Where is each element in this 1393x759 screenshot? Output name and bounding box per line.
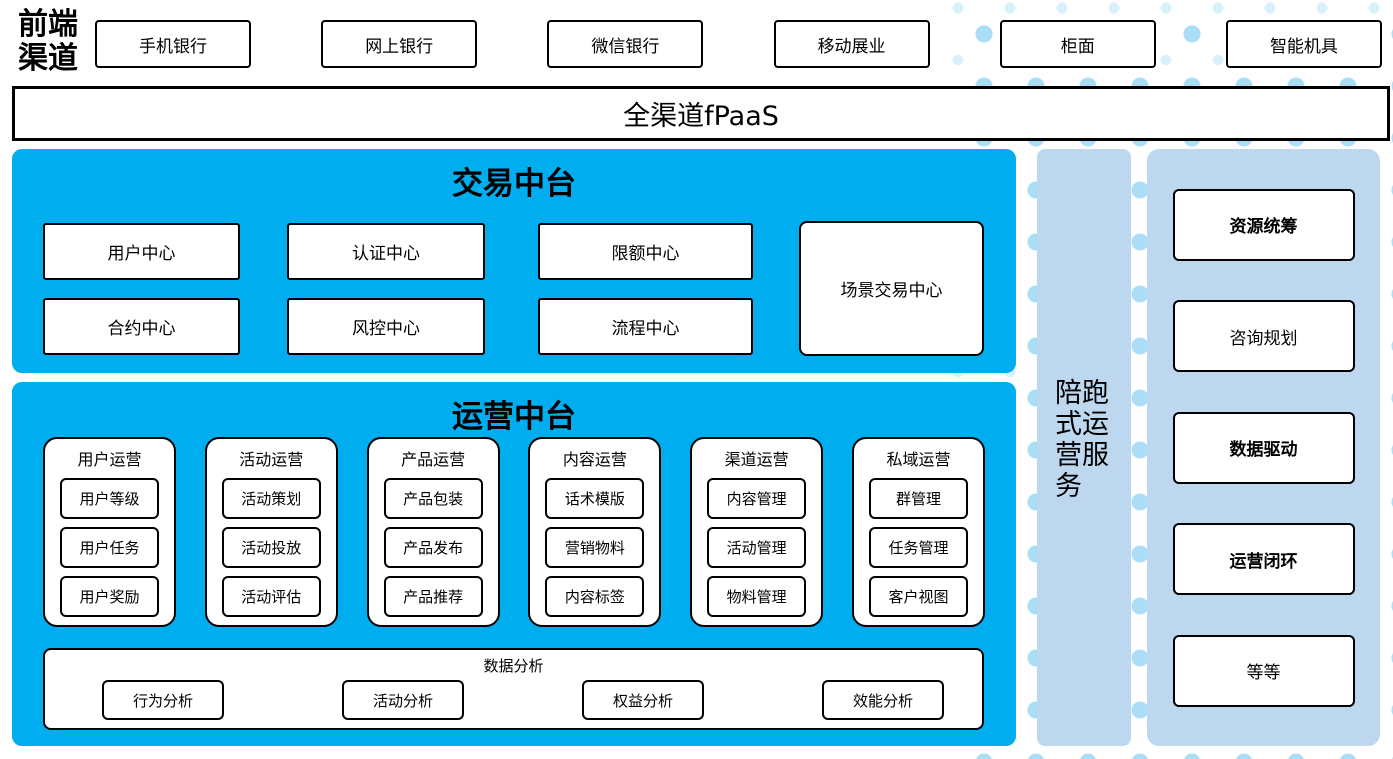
column-header: 渠道运营 xyxy=(724,450,789,469)
front-channels-label: 前端 渠道 xyxy=(18,7,78,76)
node-resource-coordination: 资源统筹 xyxy=(1172,188,1355,261)
node-customer-view: 客户视图 xyxy=(868,576,968,617)
node-marketing-material: 营销物料 xyxy=(545,527,645,568)
node-data-driven: 数据驱动 xyxy=(1172,411,1355,484)
node-content-tag: 内容标签 xyxy=(545,576,645,617)
accompanying-operation-service-bar: 陪跑式运营服务 xyxy=(1037,149,1131,746)
column-items: 话术模版 营销物料 内容标签 xyxy=(545,478,645,617)
node-product-packaging: 产品包装 xyxy=(383,478,483,519)
node-activity-evaluation: 活动评估 xyxy=(221,576,321,617)
column-header: 私域运营 xyxy=(886,450,951,469)
node-user-level: 用户等级 xyxy=(60,478,159,519)
trade-middle-platform-panel: 交易中台 用户中心 认证中心 限额中心 合约中心 风控中心 流程中心 场景交易中… xyxy=(12,149,1016,373)
column-items: 产品包装 产品发布 产品推荐 xyxy=(383,478,483,617)
channel-counter: 柜面 xyxy=(999,20,1156,68)
column-header: 内容运营 xyxy=(562,450,627,469)
node-activity-analysis: 活动分析 xyxy=(342,680,464,720)
channel-smart-machines: 智能机具 xyxy=(1225,20,1382,68)
node-consulting-planning: 咨询规划 xyxy=(1172,300,1355,372)
channel-online-banking: 网上银行 xyxy=(321,20,478,68)
node-behavior-analysis: 行为分析 xyxy=(102,680,224,720)
column-items: 群管理 任务管理 客户视图 xyxy=(868,478,968,617)
node-task-management: 任务管理 xyxy=(868,527,968,568)
data-analysis-title: 数据分析 xyxy=(483,657,544,675)
operation-platform-title: 运营中台 xyxy=(452,399,576,435)
node-script-template: 话术模版 xyxy=(545,478,645,519)
node-operation-closed-loop: 运营闭环 xyxy=(1172,523,1355,595)
node-material-management: 物料管理 xyxy=(707,576,807,617)
node-product-release: 产品发布 xyxy=(383,527,483,568)
column-items: 用户等级 用户任务 用户奖励 xyxy=(60,478,159,617)
trade-platform-title: 交易中台 xyxy=(452,166,576,202)
omni-channel-fpaas-bar: 全渠道fPaaS xyxy=(12,86,1390,141)
channel-wechat-banking: 微信银行 xyxy=(547,20,704,68)
node-activity-planning: 活动策划 xyxy=(221,478,321,519)
channel-mobile-banking: 手机银行 xyxy=(95,20,251,68)
node-content-management: 内容管理 xyxy=(707,478,807,519)
node-risk-center: 风控中心 xyxy=(287,298,485,355)
node-product-recommendation: 产品推荐 xyxy=(383,576,483,617)
node-user-center: 用户中心 xyxy=(43,223,240,280)
node-activity-management: 活动管理 xyxy=(707,527,807,568)
node-efficiency-analysis: 效能分析 xyxy=(822,680,944,720)
node-process-center: 流程中心 xyxy=(538,298,753,355)
column-header: 活动运营 xyxy=(239,450,304,469)
node-contract-center: 合约中心 xyxy=(43,298,240,355)
column-user-operation: 用户运营 用户等级 用户任务 用户奖励 xyxy=(43,437,176,627)
node-auth-center: 认证中心 xyxy=(287,223,485,280)
service-items-panel: 资源统筹 咨询规划 数据驱动 运营闭环 等等 xyxy=(1147,149,1380,746)
node-activity-delivery: 活动投放 xyxy=(221,527,321,568)
column-channel-operation: 渠道运营 内容管理 活动管理 物料管理 xyxy=(690,437,824,627)
column-header: 产品运营 xyxy=(401,450,466,469)
column-product-operation: 产品运营 产品包装 产品发布 产品推荐 xyxy=(366,437,500,627)
accompanying-operation-service-label: 陪跑式运营服务 xyxy=(1055,377,1109,502)
node-user-reward: 用户奖励 xyxy=(60,576,159,617)
node-benefit-analysis: 权益分析 xyxy=(582,680,704,720)
column-content-operation: 内容运营 话术模版 营销物料 内容标签 xyxy=(528,437,662,627)
node-limit-center: 限额中心 xyxy=(538,223,753,280)
operation-columns-row: 用户运营 用户等级 用户任务 用户奖励 活动运营 活动策划 活动投放 活动评估 … xyxy=(43,437,985,627)
column-private-domain-operation: 私域运营 群管理 任务管理 客户视图 xyxy=(851,437,985,627)
front-channels-row: 手机银行 网上银行 微信银行 移动展业 柜面 智能机具 xyxy=(95,20,1382,68)
column-items: 内容管理 活动管理 物料管理 xyxy=(707,478,807,617)
column-header: 用户运营 xyxy=(77,450,142,469)
node-user-task: 用户任务 xyxy=(60,527,159,568)
data-analysis-container: 数据分析 行为分析 活动分析 权益分析 效能分析 xyxy=(43,648,984,730)
column-items: 活动策划 活动投放 活动评估 xyxy=(221,478,321,617)
node-group-management: 群管理 xyxy=(868,478,968,519)
column-activity-operation: 活动运营 活动策划 活动投放 活动评估 xyxy=(204,437,338,627)
channel-mobile-outreach: 移动展业 xyxy=(773,20,930,68)
operation-middle-platform-panel: 运营中台 用户运营 用户等级 用户任务 用户奖励 活动运营 活动策划 活动投放 … xyxy=(12,382,1016,746)
node-etc: 等等 xyxy=(1172,634,1355,707)
node-scene-trade-center: 场景交易中心 xyxy=(799,221,984,356)
